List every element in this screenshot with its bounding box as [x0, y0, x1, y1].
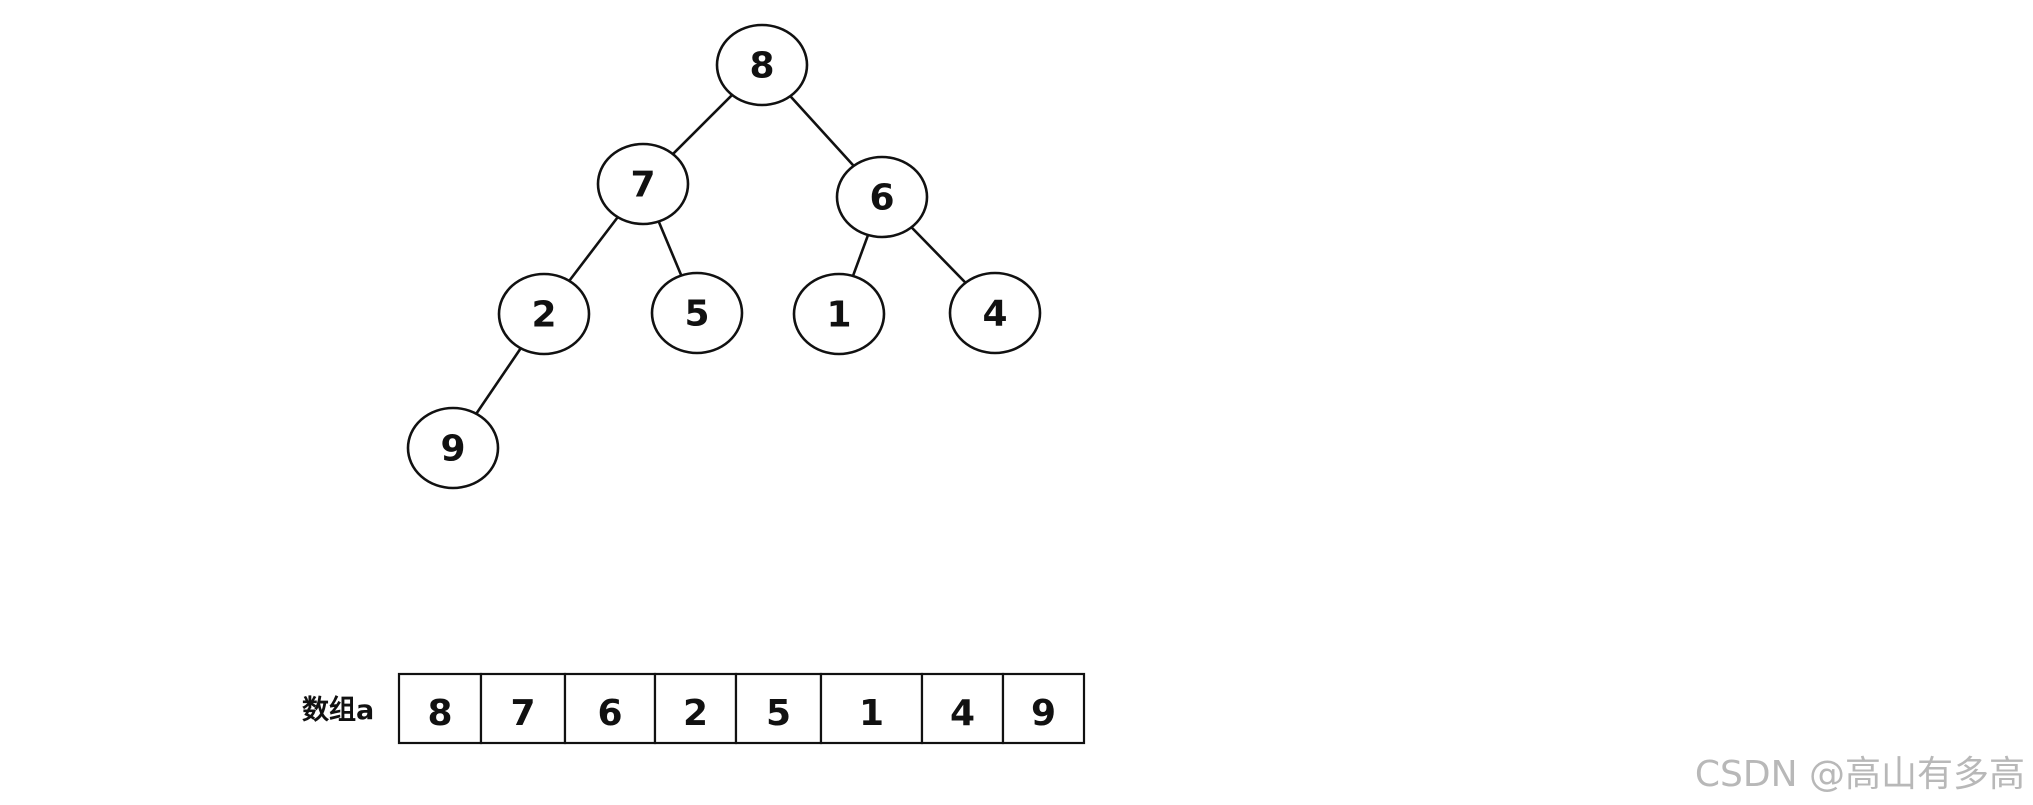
- tree-node: 8: [715, 23, 809, 107]
- array-cell-box: [479, 672, 567, 745]
- tree-edge-n0-n2: [789, 95, 855, 167]
- tree-edge-n0-n1: [671, 93, 734, 156]
- array-cell-box: [397, 672, 483, 745]
- tree-edge-n2-n5: [851, 234, 870, 277]
- array-cell: 2: [653, 672, 738, 745]
- array-cell: 6: [563, 672, 657, 745]
- tree-node-value: 1: [826, 295, 851, 336]
- tree-node-value: 6: [869, 178, 894, 219]
- tree-node: 9: [406, 406, 500, 490]
- tree-node-circle: [596, 142, 690, 226]
- tree-nodes: 8 7 6 2 5 1 4 9: [406, 23, 1042, 490]
- array-cell-box: [1001, 672, 1086, 745]
- array-cell: 5: [734, 672, 823, 745]
- tree-node: 4: [948, 271, 1042, 355]
- array-cell-value: 8: [427, 693, 452, 734]
- array-cell-value: 1: [859, 693, 884, 734]
- array-a: 数组a 8 7 6 2 5 1 4 9: [302, 672, 1086, 745]
- array-label: 数组a: [302, 694, 374, 726]
- tree-node-value: 5: [684, 294, 709, 335]
- tree-node: 1: [792, 272, 886, 356]
- array-cell-box: [563, 672, 657, 745]
- tree-node: 6: [835, 155, 929, 239]
- array-cell-value: 2: [683, 693, 708, 734]
- tree-node-value: 8: [749, 46, 774, 87]
- tree-node: 5: [650, 271, 744, 355]
- tree-node: 2: [497, 272, 591, 356]
- tree-node-circle: [650, 271, 744, 355]
- tree-node-circle: [948, 271, 1042, 355]
- array-cell-box: [653, 672, 738, 745]
- array-cell: 9: [1001, 672, 1086, 745]
- tree-node-circle: [406, 406, 500, 490]
- tree-edge-n2-n6: [910, 226, 967, 284]
- tree-node-value: 2: [531, 295, 556, 336]
- tree-node-circle: [715, 23, 809, 107]
- tree-edge-n1-n3: [568, 216, 619, 282]
- array-cell: 8: [397, 672, 483, 745]
- tree-node-value: 4: [982, 294, 1007, 335]
- tree-node: 7: [596, 142, 690, 226]
- tree-edge-n1-n4: [657, 220, 683, 277]
- tree-node-value: 7: [630, 165, 655, 206]
- array-cell-value: 5: [766, 693, 791, 734]
- watermark-text: CSDN @高山有多高: [1694, 754, 2025, 795]
- array-cell: 4: [920, 672, 1005, 745]
- tree-node-value: 9: [440, 429, 465, 470]
- array-cell-value: 9: [1031, 693, 1056, 734]
- array-cell: 7: [479, 672, 567, 745]
- tree-edge-n3-n7: [475, 347, 522, 415]
- array-cell-box: [819, 672, 924, 745]
- tree-edges: [475, 93, 967, 415]
- tree-node-circle: [792, 272, 886, 356]
- tree-node-circle: [497, 272, 591, 356]
- array-cell-value: 7: [510, 693, 535, 734]
- array-cell-value: 6: [597, 693, 622, 734]
- tree-node-circle: [835, 155, 929, 239]
- array-cell-value: 4: [950, 693, 975, 734]
- array-cell: 1: [819, 672, 924, 745]
